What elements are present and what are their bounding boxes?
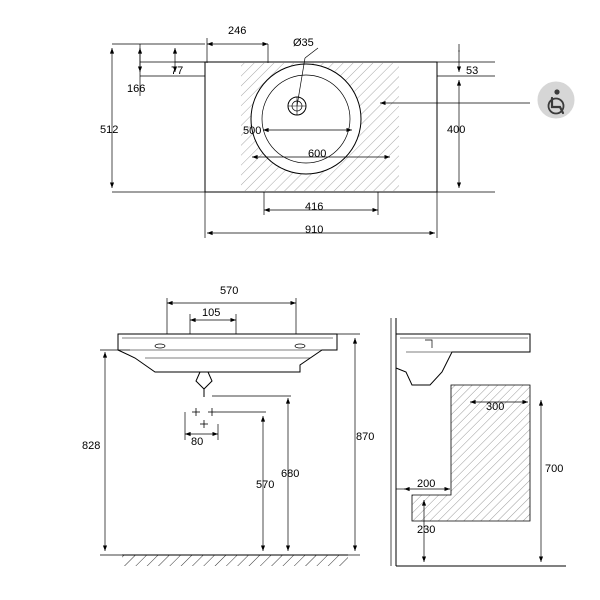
- dim-77: 77: [171, 65, 184, 77]
- dim-828: 828: [82, 440, 101, 452]
- side-view-geometry: [390, 318, 566, 567]
- side-view-dimensions: [396, 399, 544, 562]
- dim-80: 80: [191, 436, 204, 448]
- dim-500: 500: [243, 125, 262, 137]
- dim-512: 512: [100, 124, 119, 136]
- dim-570-bottom: 570: [256, 479, 275, 491]
- dim-570-top: 570: [220, 285, 239, 297]
- dim-400: 400: [447, 124, 466, 136]
- dim-230: 230: [417, 524, 436, 536]
- wheelchair-accessible-icon: [536, 80, 576, 120]
- dim-600: 600: [308, 148, 327, 160]
- dim-200: 200: [417, 478, 436, 490]
- dim-870: 870: [356, 431, 375, 443]
- top-view-dimensions: [109, 38, 530, 238]
- dim-246: 246: [228, 25, 247, 37]
- dim-dia35: Ø35: [293, 37, 314, 49]
- dim-680: 680: [281, 468, 300, 480]
- dim-416: 416: [305, 201, 324, 213]
- dim-910: 910: [305, 224, 324, 236]
- front-view-dimensions: [100, 298, 360, 556]
- dim-700: 700: [545, 463, 564, 475]
- dim-105: 105: [202, 307, 221, 319]
- dim-53: 53: [466, 65, 479, 77]
- top-view-geometry: [204, 61, 438, 193]
- front-view-geometry: [117, 333, 348, 566]
- dim-300: 300: [486, 401, 505, 413]
- dim-166: 166: [127, 83, 146, 95]
